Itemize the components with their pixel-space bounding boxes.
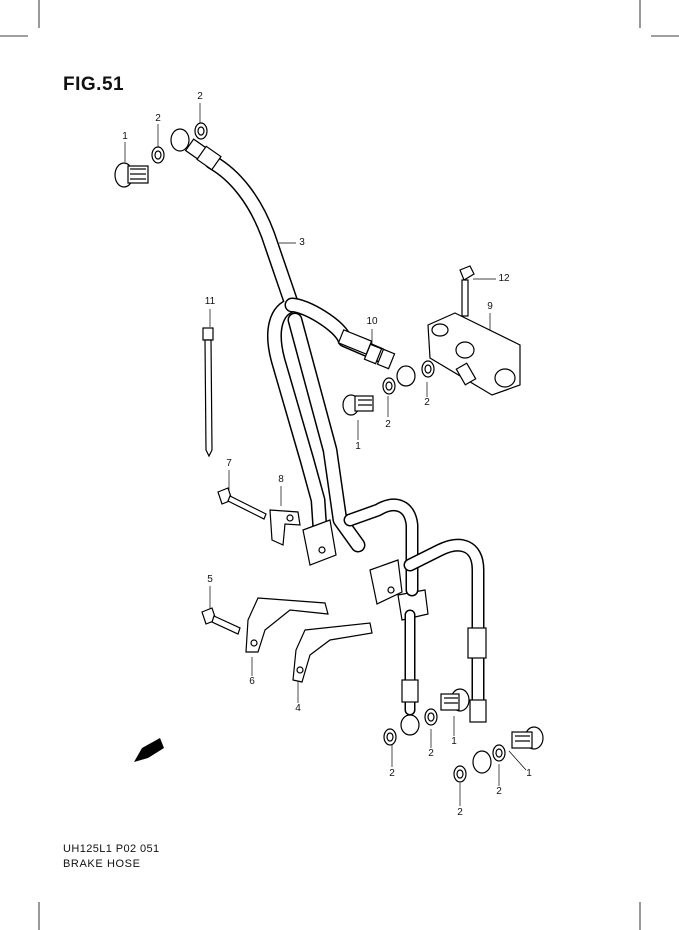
lower-washers <box>383 708 506 783</box>
callout-2: 2 <box>457 807 463 818</box>
callout-12: 12 <box>498 273 510 284</box>
bolt-5 <box>201 607 241 635</box>
hose-fitting-upper <box>170 128 222 171</box>
banjo-bolt-1 <box>114 162 149 188</box>
washer-2-mid <box>421 360 435 378</box>
callout-2: 2 <box>424 397 430 408</box>
callout-6: 6 <box>249 676 255 687</box>
callout-7: 7 <box>226 458 232 469</box>
washer-2-top <box>194 122 208 140</box>
figure-title: FIG.51 <box>63 74 125 95</box>
callout-9: 9 <box>487 301 493 312</box>
figure-caption: BRAKE HOSE <box>63 858 141 870</box>
callout-1: 1 <box>122 131 128 142</box>
fwd-arrow-icon <box>134 738 164 762</box>
callout-3: 3 <box>299 237 305 248</box>
lower-fittings <box>400 627 492 774</box>
callout-2: 2 <box>496 786 502 797</box>
callout-8: 8 <box>278 474 284 485</box>
callout-5: 5 <box>207 574 213 585</box>
cable-tie-11 <box>202 327 214 458</box>
banjo-bolt-1-lower <box>440 688 470 712</box>
callout-2: 2 <box>155 113 161 124</box>
callout-10: 10 <box>366 316 378 327</box>
bolt-7 <box>217 487 267 520</box>
bracket-6 <box>245 597 329 653</box>
figure-code: UH125L1 P02 051 <box>63 843 160 855</box>
callout-1: 1 <box>451 736 457 747</box>
banjo-bolt-1-lower2 <box>511 726 544 750</box>
callout-11: 11 <box>204 296 216 307</box>
bracket-4 <box>292 622 373 683</box>
callout-2: 2 <box>389 768 395 779</box>
brake-hose-10 <box>337 329 416 387</box>
three-way-joint-9 <box>427 312 521 396</box>
banjo-bolt-1-mid <box>342 394 374 416</box>
callout-1: 1 <box>355 441 361 452</box>
clamp-8 <box>269 509 301 546</box>
callout-2: 2 <box>197 91 203 102</box>
callout-1: 1 <box>526 768 532 779</box>
callout-2: 2 <box>385 419 391 430</box>
callout-2: 2 <box>428 748 434 759</box>
washer-2 <box>151 146 165 164</box>
washer-2-mid2 <box>382 377 396 395</box>
bolt-12 <box>459 265 475 317</box>
callout-4: 4 <box>295 703 301 714</box>
brake-hose-3 <box>204 154 388 553</box>
